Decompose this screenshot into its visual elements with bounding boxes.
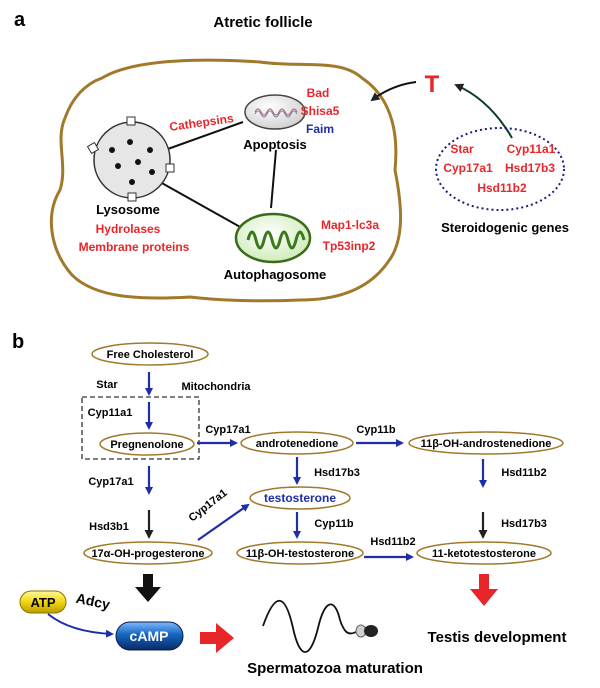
node-17a-oh-progesterone [83, 541, 213, 565]
apoptosis-label: Apoptosis [243, 137, 307, 152]
steroidogenic-genes-caption: Steroidogenic genes [441, 220, 569, 235]
lysosome-autophagosome-link [159, 181, 243, 229]
autophagosome-label: Autophagosome [224, 267, 327, 282]
gene-hsd11b2: Hsd11b2 [477, 181, 527, 195]
enzyme-star: Star [96, 379, 118, 391]
enzyme-hsd11b2-right: Hsd11b2 [501, 467, 546, 479]
lysosome-label: Lysosome [96, 202, 160, 217]
genes-to-t-arrow [454, 83, 513, 139]
node-11b-oh-testosterone [236, 541, 364, 565]
spermatozoon-icon [262, 599, 378, 653]
node-11b-oh-androstenedione [408, 431, 564, 455]
enzyme-hsd17b3-right: Hsd17b3 [501, 518, 547, 530]
gene-shisa5: Shisa5 [301, 104, 340, 118]
panel-b-label: b [12, 331, 24, 353]
enzyme-cyp11b-top: Cyp11b [356, 424, 395, 436]
red-right-arrow [200, 623, 234, 653]
ketotestosterone-text: 11-ketotestosterone [432, 548, 536, 560]
gene-cyp11a1: Cyp11a1 [507, 142, 556, 156]
cathepsins-label: Cathepsins [168, 111, 234, 134]
lysosome-icon [86, 116, 175, 202]
mitochondrion-icon [234, 212, 312, 264]
apoptosis-nucleus-icon [244, 94, 306, 130]
steroidogenic-genes-ellipse [435, 127, 565, 211]
enzyme-hsd17b3-mid: Hsd17b3 [314, 467, 360, 479]
lysosome-apoptosis-link [164, 121, 244, 151]
gene-cyp17a1: Cyp17a1 [443, 161, 493, 175]
arrow-17a-to-andro [197, 503, 250, 541]
node-androtenedione [240, 431, 354, 455]
camp-label: cAMP [130, 628, 169, 644]
mitochondria-box [81, 396, 200, 460]
atp-label: ATP [30, 595, 55, 610]
gene-star: Star [450, 142, 474, 156]
apoptosis-autophagosome-link [270, 149, 277, 209]
node-testosterone [249, 486, 351, 510]
enzyme-cyp11b-mid: Cyp11b [314, 518, 353, 530]
adcy-label: Adcy [75, 590, 112, 613]
testosterone-text: testosterone [264, 491, 336, 505]
free-cholesterol-text: Free Cholesterol [107, 349, 194, 361]
enzyme-hsd3b1: Hsd3b1 [89, 521, 129, 533]
enzyme-hsd11b2-bottom: Hsd11b2 [370, 536, 415, 548]
oh-androstenedione-text: 11β-OH-androstenedione [421, 438, 552, 450]
testis-development-label: Testis development [428, 629, 567, 646]
oh-testosterone-text: 11β-OH-testosterone [246, 548, 354, 560]
enzyme-cyp17a1-left: Cyp17a1 [88, 476, 133, 488]
testosterone-symbol: T [425, 71, 440, 98]
atretic-follicle-title: Atretic follicle [213, 14, 312, 31]
enzyme-cyp17a1-top: Cyp17a1 [205, 424, 250, 436]
node-free-cholesterol [91, 342, 209, 366]
membrane-proteins-label: Membrane proteins [79, 240, 190, 254]
spermatozoa-maturation-label: Spermatozoa maturation [247, 660, 423, 677]
t-to-follicle-arrow [370, 81, 417, 102]
gene-tp53inp2: Tp53inp2 [323, 239, 376, 253]
oh-progesterone-text: 17α-OH-progesterone [91, 548, 204, 560]
node-11-ketotestosterone [416, 541, 552, 565]
hydrolases-label: Hydrolases [96, 222, 161, 236]
gene-hsd17b3: Hsd17b3 [505, 161, 555, 175]
gene-faim: Faim [306, 122, 334, 136]
red-down-arrow [470, 574, 498, 606]
panel-a-label: a [14, 9, 26, 31]
atp-pill [19, 590, 67, 614]
follicle-outline [49, 58, 402, 303]
node-pregnenolone [99, 432, 195, 456]
gene-bad: Bad [307, 86, 330, 100]
mitochondria-label: Mitochondria [181, 381, 251, 393]
enzyme-cyp11a1: Cyp11a1 [88, 407, 133, 419]
enzyme-cyp17a1-diagonal: Cyp17a1 [187, 487, 230, 524]
pregnenolone-text: Pregnenolone [110, 439, 183, 451]
gene-map1-lc3a: Map1-lc3a [321, 218, 379, 232]
camp-pill [115, 621, 184, 651]
black-down-arrow [135, 574, 161, 602]
atp-to-camp-arrow [47, 613, 114, 638]
androtenedione-text: androtenedione [256, 438, 339, 450]
